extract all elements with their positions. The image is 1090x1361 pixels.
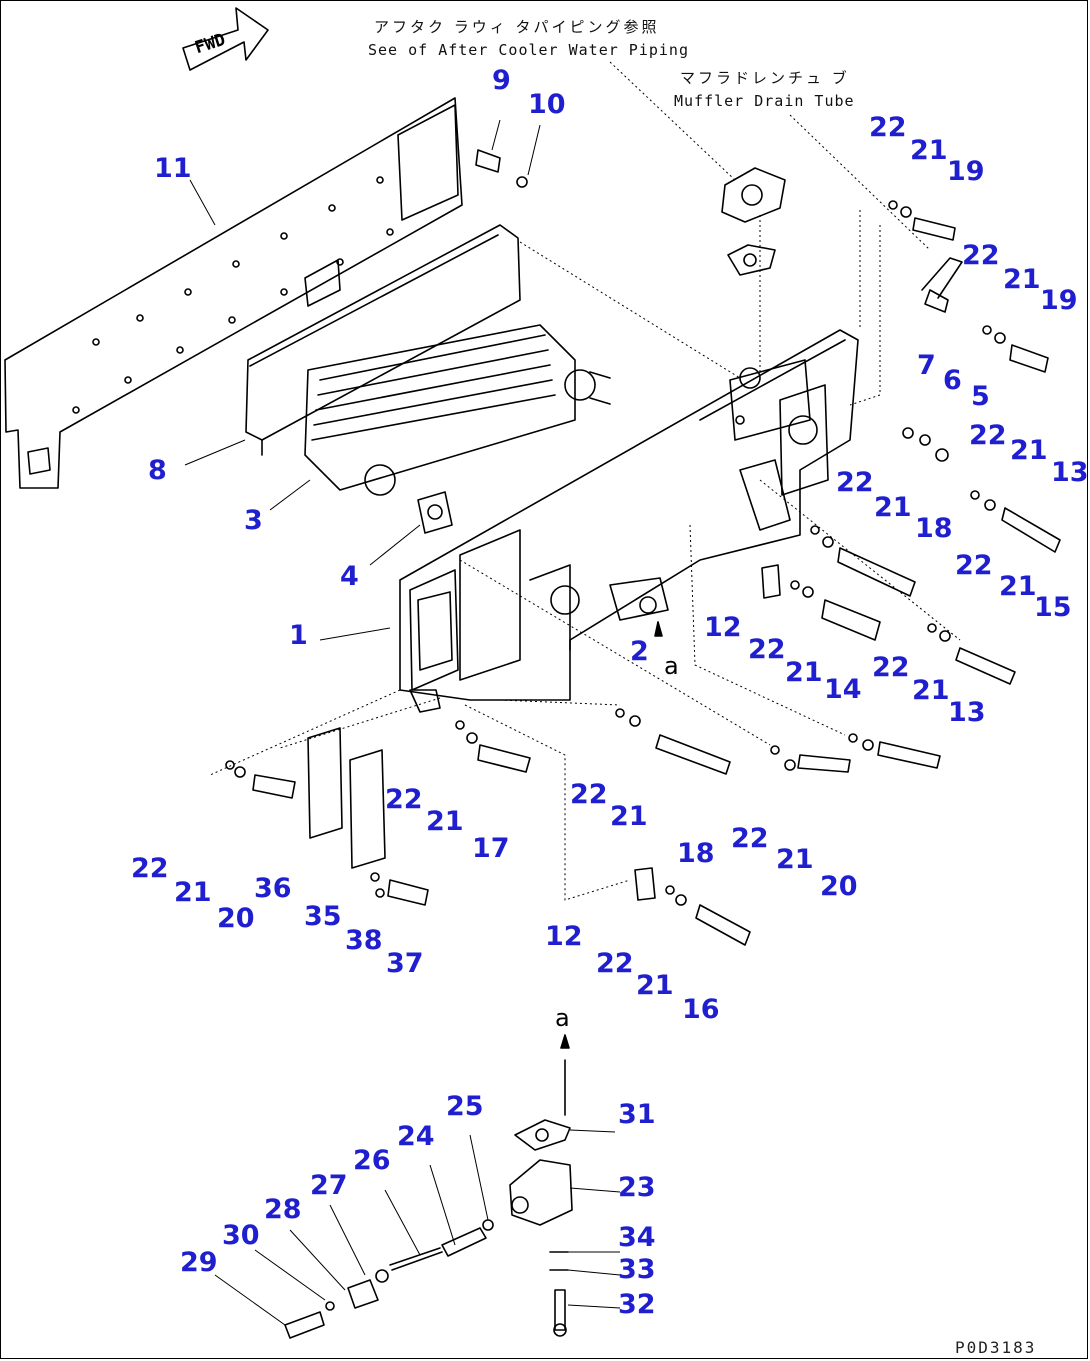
thermostat-assembly [284, 1034, 573, 1339]
callout-12-a: 12 [704, 612, 742, 643]
callout-21-e: 21 [999, 571, 1037, 602]
cover-plate-part-36 [307, 727, 343, 839]
callout-13-b: 13 [948, 697, 986, 728]
callout-20-b: 20 [217, 903, 255, 934]
note-aftercooler-jp: アフタク ラウィ タパイピング参照 [374, 18, 660, 36]
gasket-part-35 [349, 749, 386, 869]
callout-3: 3 [244, 505, 263, 536]
view-ref-a-lower: a [555, 1004, 570, 1032]
cover-part-8 [245, 224, 521, 456]
callout-21-h: 21 [426, 806, 464, 837]
callout-10: 10 [528, 89, 566, 120]
note-muffler-en: Muffler Drain Tube [674, 92, 855, 110]
callout-27: 27 [310, 1170, 348, 1201]
callout-20-a: 20 [820, 871, 858, 902]
callout-21-f: 21 [785, 657, 823, 688]
callout-21-a: 21 [910, 135, 948, 166]
callout-21-l: 21 [636, 970, 674, 1001]
elbow-connector [721, 167, 786, 276]
callout-25: 25 [446, 1091, 484, 1122]
callout-15: 15 [1034, 592, 1072, 623]
valve-part-2 [609, 577, 669, 637]
callout-22-g: 22 [872, 652, 910, 683]
drain-tube [921, 257, 963, 313]
fwd-arrow-icon [182, 7, 269, 71]
bolt-parts [252, 217, 1061, 946]
callout-22-i: 22 [570, 779, 608, 810]
gasket-part-11 [4, 97, 463, 489]
callout-19-b: 19 [1040, 285, 1078, 316]
callout-21-d: 21 [874, 492, 912, 523]
drawing-number: P0D3183 [955, 1338, 1037, 1357]
callout-22-d: 22 [836, 467, 874, 498]
callout-22-a: 22 [869, 112, 907, 143]
callout-21-k: 21 [174, 877, 212, 908]
callout-14: 14 [824, 674, 862, 705]
view-ref-a-upper: a [664, 652, 679, 680]
callout-18-a: 18 [915, 513, 953, 544]
callout-1: 1 [289, 620, 308, 651]
callout-22-f: 22 [748, 634, 786, 665]
callout-29: 29 [180, 1247, 218, 1278]
callout-4: 4 [340, 561, 359, 592]
callout-22-l: 22 [596, 948, 634, 979]
callout-13-a: 13 [1051, 457, 1089, 488]
callout-38: 38 [345, 925, 383, 956]
housing-part-1 [399, 329, 859, 713]
callout-22-k: 22 [131, 853, 169, 884]
gasket-part-4 [417, 491, 453, 534]
callout-18-b: 18 [677, 838, 715, 869]
callout-16: 16 [682, 994, 720, 1025]
callout-7: 7 [917, 350, 936, 381]
callout-24: 24 [397, 1121, 435, 1152]
callout-21-g: 21 [912, 675, 950, 706]
plug-part-9 [475, 149, 501, 173]
callout-21-i: 21 [610, 801, 648, 832]
callout-30: 30 [222, 1220, 260, 1251]
callout-23: 23 [618, 1172, 656, 1203]
note-aftercooler-en: See of After Cooler Water Piping [368, 41, 689, 59]
callout-21-j: 21 [776, 844, 814, 875]
callout-8: 8 [148, 455, 167, 486]
callout-19-a: 19 [947, 156, 985, 187]
callout-9: 9 [492, 65, 511, 96]
callout-26: 26 [353, 1145, 391, 1176]
callout-22-h: 22 [385, 784, 423, 815]
callout-37: 37 [386, 948, 424, 979]
callout-36: 36 [254, 873, 292, 904]
callout-17: 17 [472, 833, 510, 864]
gasket-part-10 [516, 176, 528, 188]
callout-22-e: 22 [955, 550, 993, 581]
callout-31: 31 [618, 1099, 656, 1130]
bracket-part-12 [634, 564, 781, 901]
note-muffler-jp: マフラドレンチュ ブ [680, 69, 850, 87]
callout-12-b: 12 [545, 921, 583, 952]
washer-parts [225, 200, 1006, 906]
callout-34: 34 [618, 1222, 656, 1253]
callout-21-b: 21 [1003, 264, 1041, 295]
callout-2: 2 [630, 636, 649, 667]
callout-22-j: 22 [731, 823, 769, 854]
callout-5: 5 [971, 381, 990, 412]
callout-6: 6 [943, 365, 962, 396]
cooler-core-part-3 [304, 324, 611, 496]
callout-28: 28 [264, 1194, 302, 1225]
callout-22-c: 22 [969, 420, 1007, 451]
callout-22-b: 22 [962, 240, 1000, 271]
callout-21-c: 21 [1010, 435, 1048, 466]
callout-33: 33 [618, 1254, 656, 1285]
callout-35: 35 [304, 901, 342, 932]
callout-32: 32 [618, 1289, 656, 1320]
callout-11: 11 [154, 153, 192, 184]
